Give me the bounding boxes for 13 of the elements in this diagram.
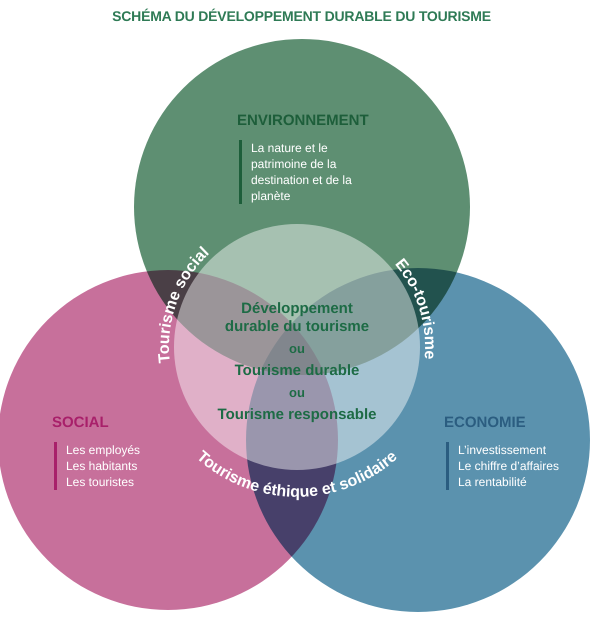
item-text: Les touristes <box>66 474 136 490</box>
item-text: La nature et le patrimoine de la destination et de la planète <box>251 140 353 204</box>
center-text: Développement durable du tourisme <box>224 300 370 336</box>
connector-word: ou <box>288 340 306 358</box>
item-text: Les employés <box>66 442 142 458</box>
item-text: L’investissement <box>458 442 548 458</box>
item-text: Les habitants <box>66 458 138 474</box>
item-text: Le chiffre d’affaires <box>458 458 560 474</box>
title: SCHÉMA DU DÉVELOPPEMENT DURABLE DU TOURISME <box>111 8 492 24</box>
category-heading: SOCIAL <box>52 414 109 431</box>
connector-word: ou <box>288 384 306 402</box>
item-text: La rentabilité <box>458 474 528 490</box>
category-heading: ENVIRONNEMENT <box>237 112 369 129</box>
